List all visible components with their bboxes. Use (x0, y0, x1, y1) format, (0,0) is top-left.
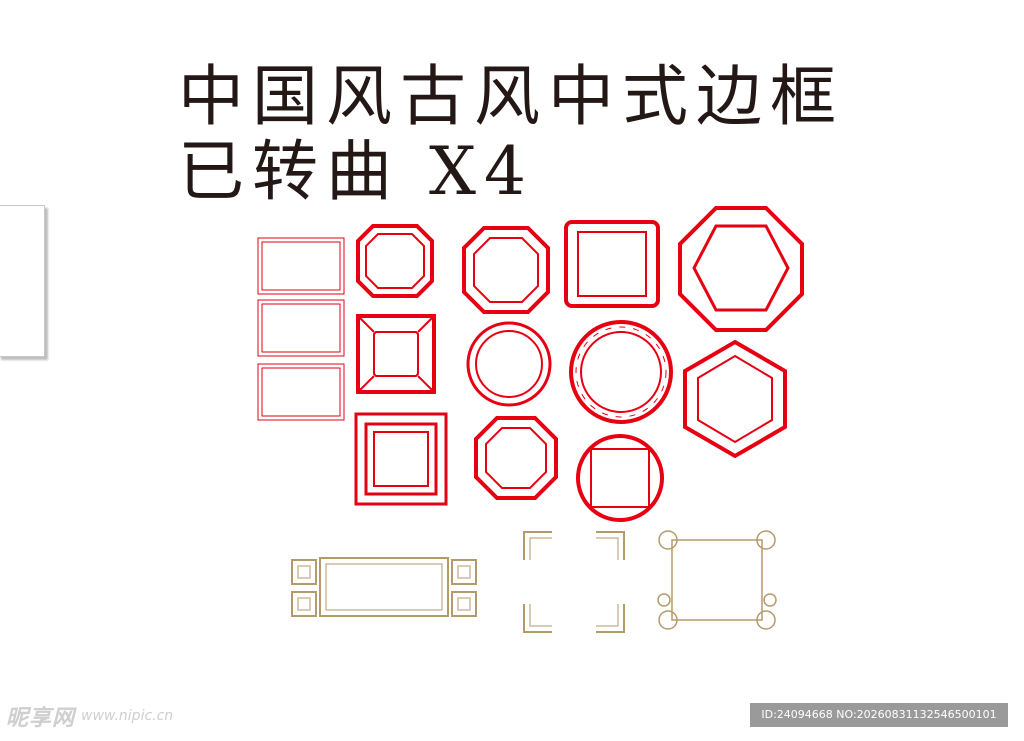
rect-frame-3 (257, 363, 345, 421)
ornate-circle-frame (569, 320, 673, 424)
lattice-square-frame (354, 412, 448, 506)
octagon-frame-small (356, 224, 434, 298)
gold-fret-rect-frame (291, 557, 477, 617)
title-line-1: 中国风古风中式边框 (178, 58, 844, 135)
octagon-frame-medium (462, 226, 550, 314)
notched-square-frame (564, 220, 660, 308)
gold-scroll-frame (657, 530, 777, 630)
title-line-2: 已转曲 X4 (178, 133, 534, 210)
square-frame-bevel (356, 314, 436, 394)
hexagon-frame (683, 339, 787, 459)
double-circle-frame (466, 321, 552, 407)
watermark-url: www.nipic.cn (81, 708, 174, 724)
side-panel[interactable] (0, 205, 45, 357)
gold-corner-pieces (523, 531, 625, 633)
rect-frame-1 (257, 237, 345, 295)
watermark-logo: 昵享网 (6, 706, 76, 731)
id-badge: ID:24094668 NO:20260831132546500101 (750, 703, 1008, 727)
rect-frame-2 (257, 299, 345, 357)
circle-square-frame (576, 434, 664, 522)
watermark: 昵享网 www.nipic.cn (6, 702, 174, 731)
octagon-hexagon-frame (678, 206, 804, 332)
octagon-frame-bottom (474, 416, 558, 500)
